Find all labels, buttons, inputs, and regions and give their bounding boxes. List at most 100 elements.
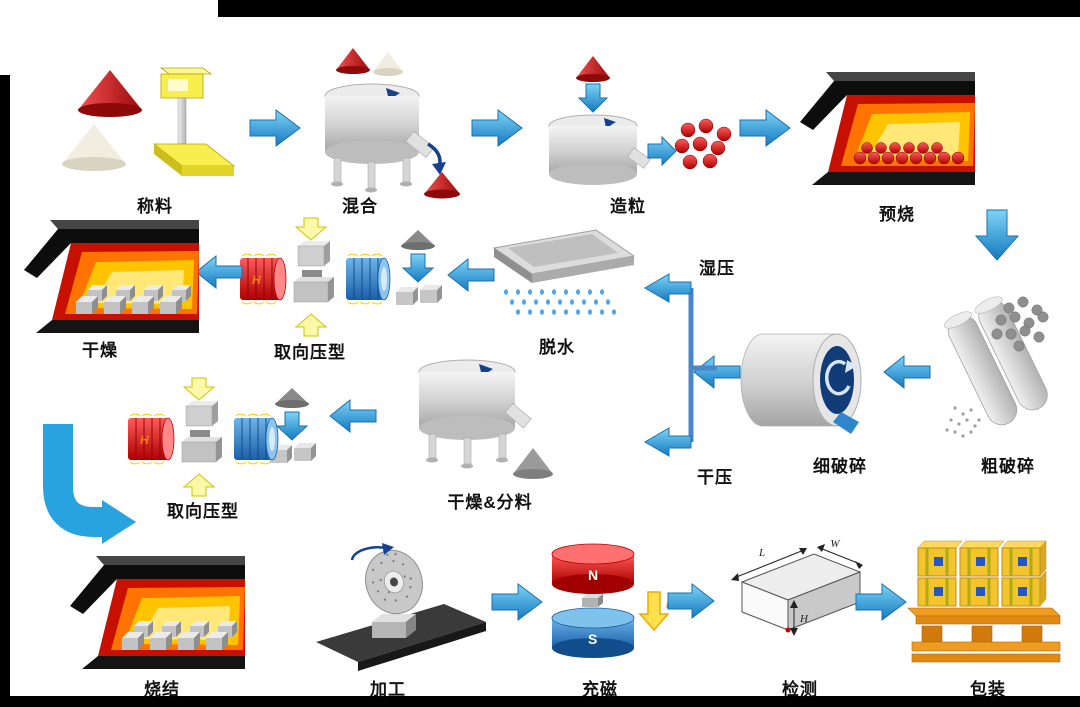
- arrow-weigh-to-mix: [249, 109, 301, 147]
- north-magnet-icon: N: [551, 543, 635, 594]
- powder-cone-icon: [275, 388, 309, 404]
- blue-coil-icon: [234, 413, 279, 465]
- drying-furnace-illustration: [24, 220, 199, 333]
- dry-branch-left-arrow-icon: [644, 427, 692, 457]
- bottom-border-bar: [0, 696, 1080, 707]
- arrow-presinter-to-coarsecrush: [974, 209, 1020, 261]
- right-arrow-icon: [739, 109, 791, 147]
- scale-icon: [152, 67, 236, 176]
- blue-coil-icon: [346, 253, 391, 305]
- granules-icon: [674, 118, 732, 170]
- label-mix: 混合: [342, 197, 378, 216]
- pressed-material-group-dry: [270, 388, 316, 463]
- down-arrow-icon: [577, 83, 609, 113]
- label-coarse-crush: 粗破碎: [981, 457, 1035, 476]
- north-pole-label: N: [588, 567, 598, 583]
- press-down-arrow-icon: [182, 377, 216, 401]
- weighing-illustration: [62, 67, 236, 176]
- green-compact-cubes-icon: [270, 443, 316, 463]
- datum-dot-icon: [785, 627, 791, 633]
- sintering-furnace-illustration: [70, 556, 245, 669]
- left-arrow-icon: [693, 354, 741, 390]
- label-fine-crush: 细破碎: [813, 457, 867, 476]
- blocks-in-furnace-icon: [122, 621, 237, 650]
- length-label: L: [758, 547, 765, 559]
- powder-cone-icon: [401, 230, 435, 246]
- right-arrow-icon: [491, 583, 543, 621]
- arrow-dewater-to-press: [447, 257, 495, 293]
- label-inspect: 检测: [782, 680, 818, 699]
- coarse-crusher-illustration: [943, 296, 1049, 438]
- wheel-rotation-arrow-icon: [350, 546, 387, 561]
- outlet-nozzle-icon: [504, 402, 532, 429]
- mill-rotation-arrow-icon: [825, 359, 851, 396]
- arrow-fine-to-branch: [693, 354, 741, 390]
- granulator-illustration: [548, 56, 732, 185]
- arrow-press-to-dry: [195, 254, 243, 290]
- magnetizing-illustration: N S H: [551, 543, 675, 658]
- arrow-granulate-to-presinter: [739, 109, 791, 147]
- press-up-arrow-icon: [182, 473, 216, 497]
- label-magnetize: 充磁: [582, 680, 618, 699]
- fine-crusher-illustration: [740, 333, 862, 434]
- red-powder-cone-icon: [576, 56, 610, 78]
- label-dry-divide: 干燥&分料: [447, 493, 533, 512]
- crushed-dust-icon: [945, 406, 981, 438]
- mixer-illustration: [324, 48, 460, 199]
- right-arrow-icon: [471, 109, 523, 147]
- mixed-powder-cone-icon: [424, 172, 460, 194]
- curved-arrow-body: [43, 424, 102, 537]
- blocks-in-furnace-icon: [76, 285, 191, 314]
- right-arrow-icon: [249, 109, 301, 147]
- right-arrow-icon: [667, 582, 715, 620]
- red-coil-icon: H: [128, 413, 175, 465]
- left-border-bar: [0, 75, 10, 707]
- inspection-illustration: W L H: [731, 538, 863, 636]
- press-up-arrow-icon: [294, 313, 328, 337]
- down-arrow-icon: [401, 253, 435, 283]
- dimension-h: H: [785, 600, 809, 636]
- label-dry: 干燥: [82, 341, 118, 360]
- workpiece-icon: [372, 614, 416, 638]
- water-drops-icon: [504, 289, 616, 315]
- packaging-illustration: [907, 540, 1061, 663]
- white-powder-cone-icon: [373, 52, 403, 72]
- label-dewater: 脱水: [539, 338, 575, 357]
- grinding-wheel-icon: [365, 549, 423, 615]
- presinter-furnace-illustration: [800, 72, 975, 185]
- down-arrow-icon: [275, 411, 309, 441]
- south-magnet-icon: S: [551, 607, 635, 658]
- label-weigh: 称料: [137, 197, 173, 216]
- field-arrow-icon: [638, 591, 670, 632]
- left-arrow-icon: [329, 398, 377, 434]
- press-die-icon: [181, 401, 222, 463]
- red-powder-cone-icon: [78, 70, 142, 110]
- arrow-drydivide-to-press: [329, 398, 377, 434]
- dimension-w: W: [817, 538, 863, 569]
- curved-arrow-head-icon: [102, 500, 136, 544]
- machining-illustration: [316, 543, 486, 671]
- arrow-coarse-to-fine: [883, 354, 931, 390]
- right-arrow-icon: [855, 583, 907, 621]
- arrow-inspect-to-package: [855, 583, 907, 621]
- arrow-press-to-sinter-curve: [43, 424, 136, 544]
- orientation-press-wet-illustration: H: [240, 217, 391, 337]
- label-sinter: 烧结: [144, 680, 180, 699]
- label-wet-press: 湿压: [699, 259, 735, 278]
- dewatering-illustration: [492, 229, 636, 315]
- arrow-mix-to-granulate: [471, 109, 523, 147]
- pallet-icon: [907, 607, 1061, 663]
- label-package: 包装: [970, 680, 1006, 699]
- crates-icon: [917, 540, 1047, 607]
- left-arrow-icon: [447, 257, 495, 293]
- field-label: H: [252, 273, 261, 287]
- label-presinter: 预烧: [879, 205, 915, 224]
- red-coil-icon: H: [240, 253, 287, 305]
- green-compact-cubes-icon: [396, 285, 442, 305]
- south-pole-label: S: [588, 631, 597, 647]
- arrow-magnetize-to-inspect: [667, 582, 715, 620]
- left-arrow-icon: [883, 354, 931, 390]
- wet-branch-left-arrow-icon: [644, 273, 692, 303]
- branch-bracket: [644, 273, 717, 457]
